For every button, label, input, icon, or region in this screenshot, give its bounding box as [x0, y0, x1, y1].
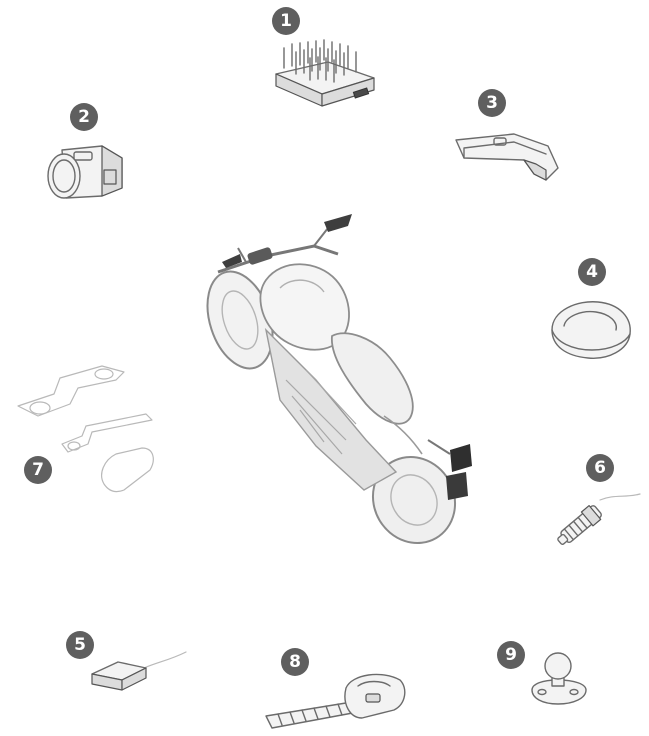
dome-cover-icon	[548, 296, 636, 364]
ball-mount-icon	[528, 650, 590, 710]
sensor-probe-icon	[552, 484, 644, 550]
mount-bracket-icon	[450, 124, 562, 188]
callout-3: 3	[478, 89, 506, 117]
motorcycle-icon	[196, 210, 486, 550]
callout-1: 1	[272, 7, 300, 35]
callout-6: 6	[586, 454, 614, 482]
gps-antenna-icon	[86, 648, 190, 694]
control-unit-heatsink-icon	[270, 38, 380, 110]
callout-9: 9	[497, 641, 525, 669]
callout-4: 4	[578, 258, 606, 286]
handlebar-switch-icon	[262, 668, 412, 732]
mounting-bracket-set-icon	[12, 356, 172, 496]
camera-icon	[44, 140, 128, 206]
callout-2: 2	[70, 103, 98, 131]
